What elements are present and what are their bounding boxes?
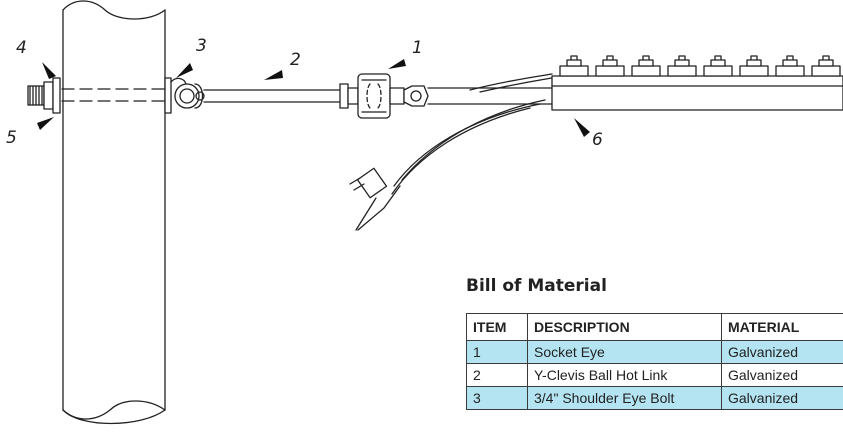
callout-5: 5 <box>6 128 17 148</box>
bom-cell-material: Galvanized <box>721 363 843 387</box>
through-bolt <box>27 77 172 114</box>
shoulder-eye-bolt <box>170 77 200 109</box>
bom-table-container: ITEM DESCRIPTION MATERIAL 1 Socket Eye G… <box>466 313 843 433</box>
socket-eye <box>357 73 429 119</box>
insulator-rod <box>427 87 553 105</box>
callout-3: 3 <box>196 36 207 56</box>
bom-table: ITEM DESCRIPTION MATERIAL 1 Socket Eye G… <box>466 313 843 410</box>
callout-2: 2 <box>290 50 301 70</box>
bom-cell-material: Galvanized <box>721 386 843 410</box>
bom-header-material: MATERIAL <box>721 313 843 341</box>
callout-arrow-6 <box>574 118 590 137</box>
bom-cell-description: Socket Eye <box>527 340 722 364</box>
bom-header-item: ITEM <box>466 313 528 341</box>
y-clevis-hot-link <box>194 83 359 109</box>
jumper-conductor <box>349 99 546 231</box>
bom-cell-item: 2 <box>466 363 528 387</box>
callout-arrow-2 <box>264 70 283 80</box>
callout-arrow-3 <box>176 63 193 78</box>
bom-row: 2 Y-Clevis Ball Hot Link Galvanized <box>466 363 843 387</box>
bom-header-description: DESCRIPTION <box>527 313 722 341</box>
bom-title: Bill of Material <box>466 276 607 296</box>
dead-end-clamp <box>469 55 843 111</box>
callout-arrow-5 <box>37 117 54 130</box>
bom-cell-item: 3 <box>466 386 528 410</box>
callout-4: 4 <box>16 38 27 58</box>
bom-row: 1 Socket Eye Galvanized <box>466 340 843 364</box>
callout-arrow-4 <box>42 62 56 79</box>
bom-header-row: ITEM DESCRIPTION MATERIAL <box>466 313 843 341</box>
callout-arrow-1 <box>388 59 406 69</box>
callout-1: 1 <box>412 38 423 58</box>
callout-6: 6 <box>592 130 603 150</box>
utility-pole <box>62 0 166 425</box>
bom-cell-description: 3/4" Shoulder Eye Bolt <box>527 386 722 410</box>
bom-cell-item: 1 <box>466 340 528 364</box>
bom-row: 3 3/4" Shoulder Eye Bolt Galvanized <box>466 386 843 410</box>
bom-cell-material: Galvanized <box>721 340 843 364</box>
bom-cell-description: Y-Clevis Ball Hot Link <box>527 363 722 387</box>
